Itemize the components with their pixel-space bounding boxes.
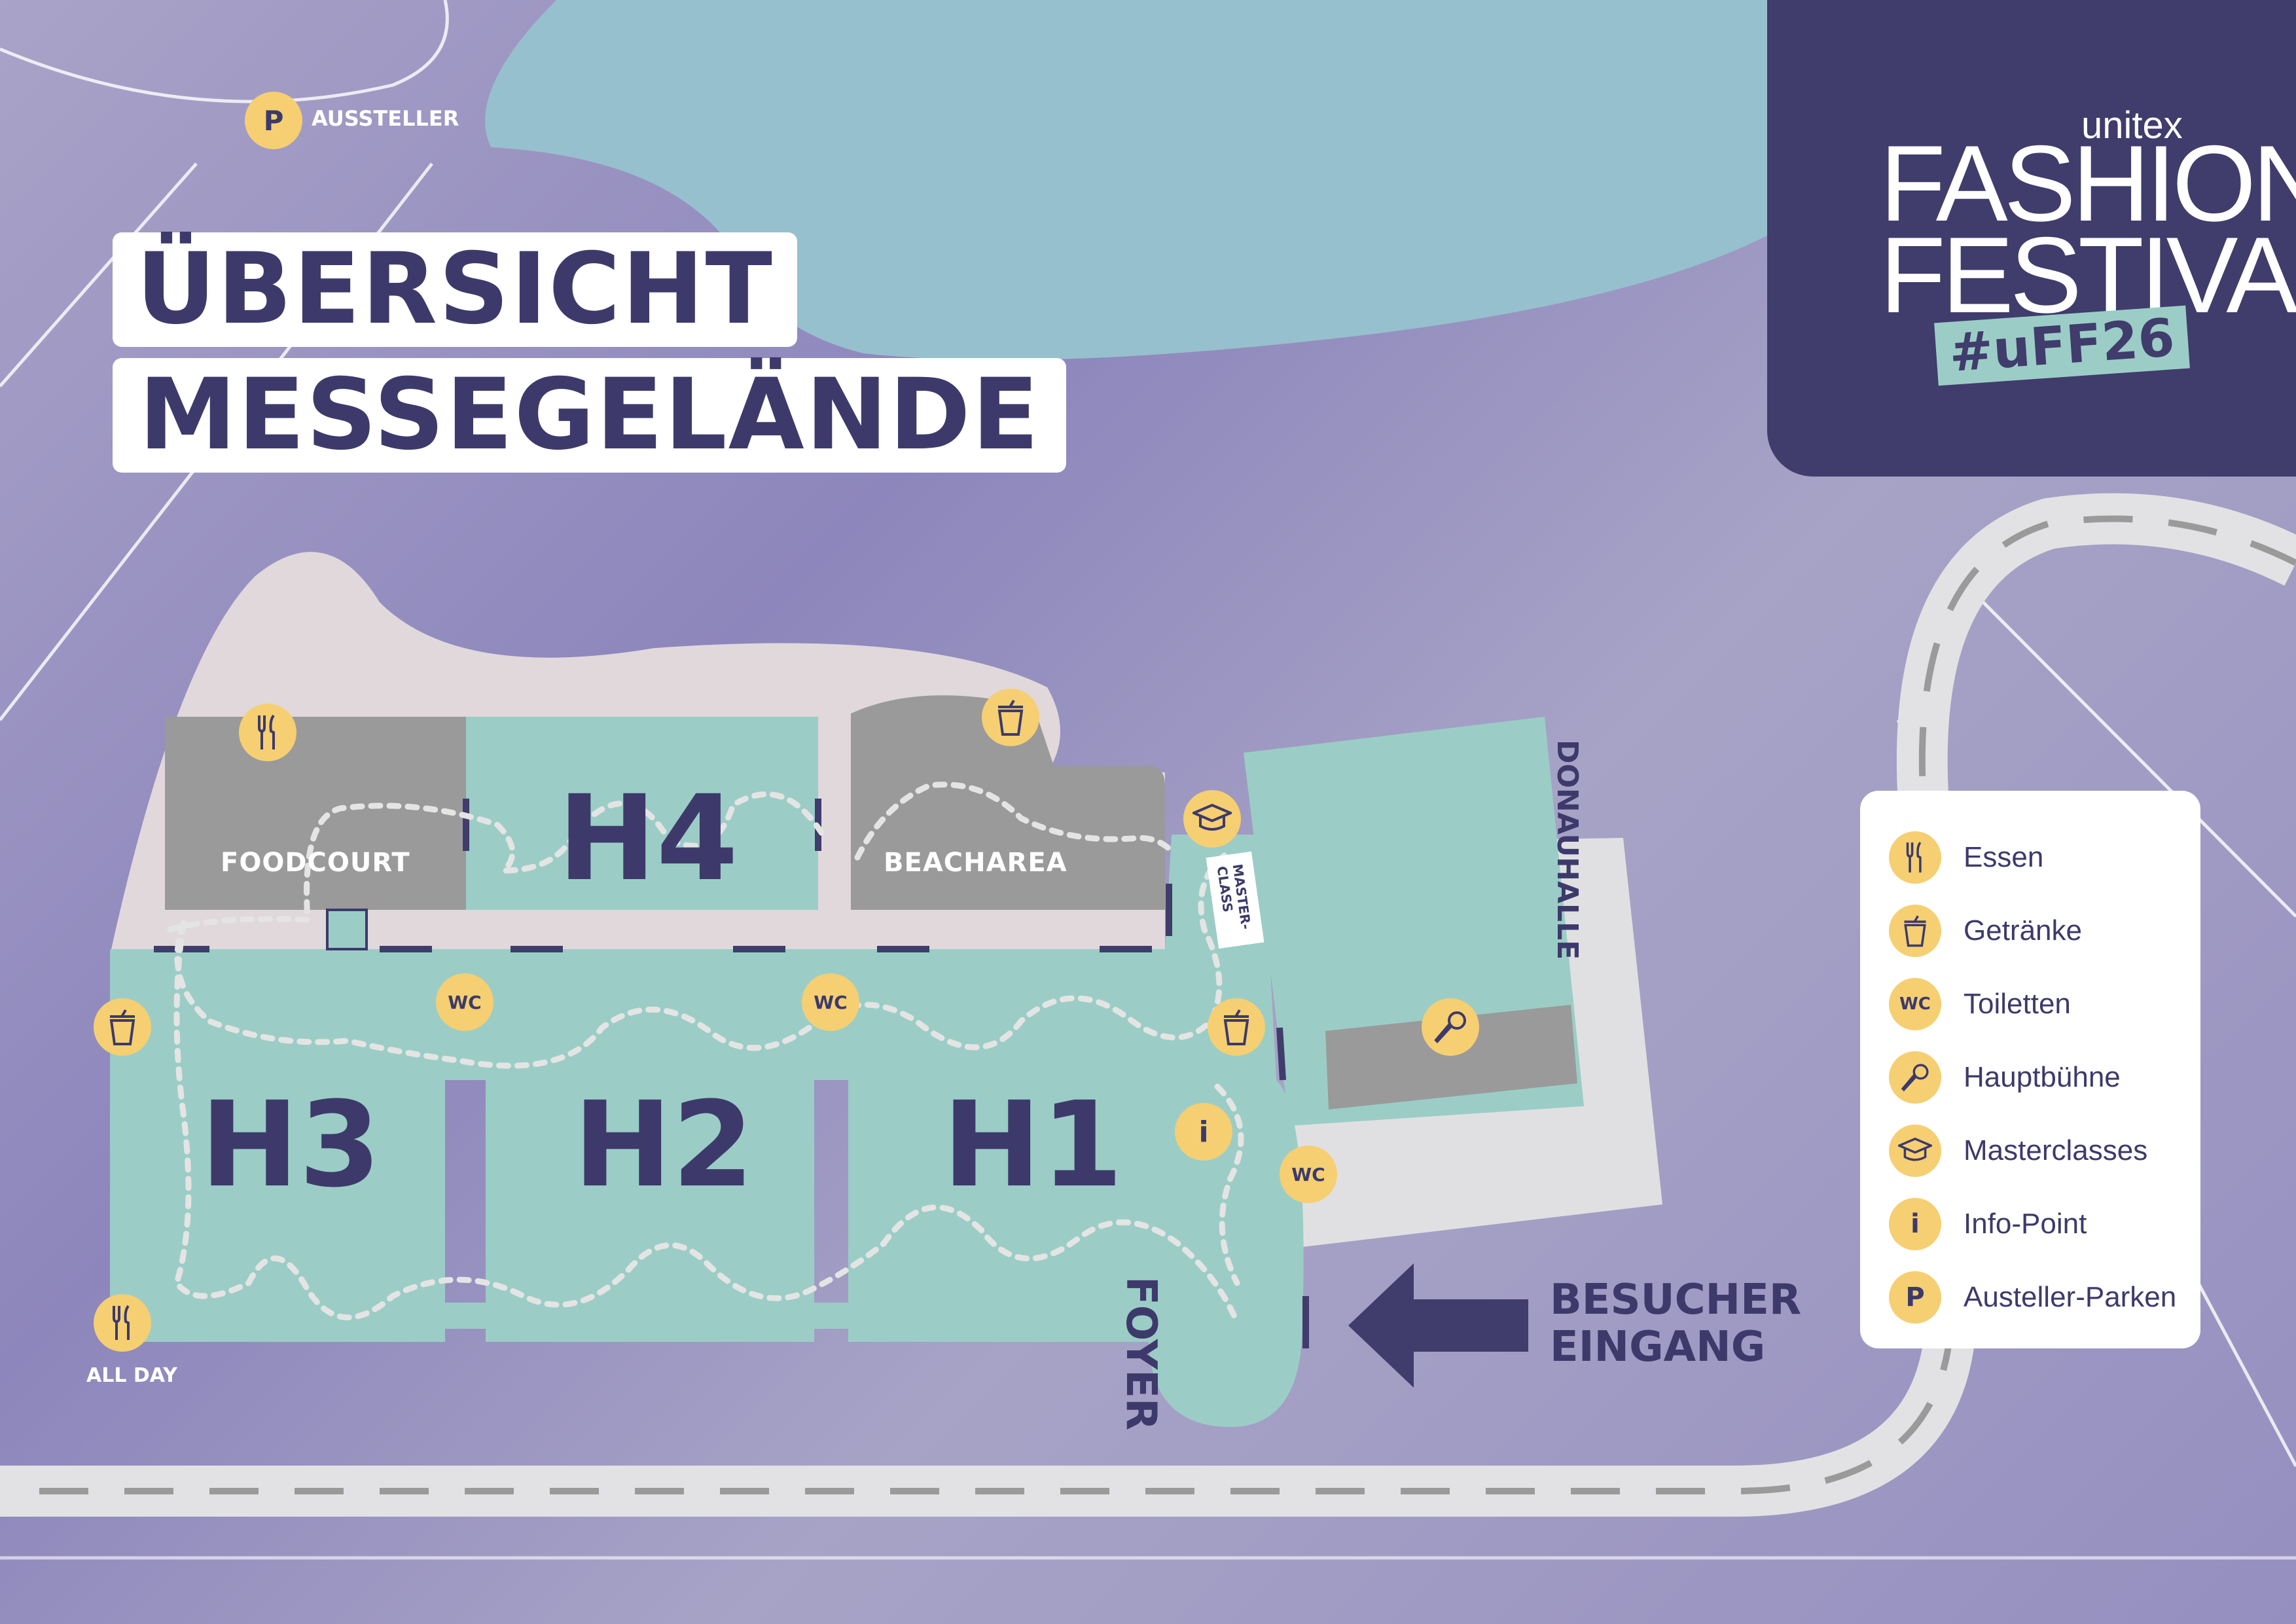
donauhalle-label[interactable]: DONAUHALLE xyxy=(1551,740,1584,960)
beacharea-area xyxy=(851,695,1165,910)
parking-label: AUSSTELLER xyxy=(312,106,459,131)
logo-line2: FESTIVAL xyxy=(1880,215,2296,335)
wc-text: WC xyxy=(1899,994,1931,1014)
legend-item-masterclasses: Masterclasses xyxy=(1889,1125,2147,1177)
hall-connector xyxy=(814,1303,848,1329)
cup-icon[interactable] xyxy=(982,689,1039,746)
service-area xyxy=(326,909,368,950)
wc-icon[interactable]: WC xyxy=(436,973,493,1031)
parking-icon[interactable]: P xyxy=(245,92,302,149)
foodcourt-area xyxy=(165,717,466,910)
legend-item-essen: Essen xyxy=(1889,831,2043,884)
legend-label: Essen xyxy=(1964,841,2044,873)
parking-text: P xyxy=(1905,1282,1925,1312)
all-day-label: ALL DAY xyxy=(86,1364,177,1387)
microphone-icon xyxy=(1889,1051,1941,1104)
info-text: i xyxy=(1910,1209,1920,1239)
entrance-label-line1[interactable]: BESUCHER xyxy=(1550,1276,1802,1324)
graduation-cap-icon[interactable] xyxy=(1183,790,1241,848)
cup-icon[interactable] xyxy=(94,998,151,1056)
parking-symbol: P xyxy=(263,104,284,137)
cutlery-icon[interactable] xyxy=(239,704,296,761)
wc-text: WC xyxy=(1291,1163,1325,1185)
graduation-cap-icon xyxy=(1889,1125,1941,1177)
legend-label: Masterclasses xyxy=(1964,1134,2148,1166)
entrance-label-line2[interactable]: EINGANG xyxy=(1550,1323,1766,1371)
hall-h2-shape xyxy=(486,949,814,1342)
hall-h4-label[interactable]: H4 xyxy=(558,770,738,907)
foyer-label[interactable]: FOYER xyxy=(1117,1276,1165,1431)
entrance-arrow xyxy=(1348,1263,1528,1388)
legend-item-toiletten: WC Toiletten xyxy=(1889,978,2071,1030)
legend-label: Austeller-Parken xyxy=(1964,1281,2177,1313)
legend-label: Info-Point xyxy=(1964,1208,2087,1240)
legend-item-parken: P Austeller-Parken xyxy=(1889,1271,2176,1324)
legend-label: Hauptbühne xyxy=(1964,1061,2121,1093)
info-icon[interactable]: i xyxy=(1175,1103,1232,1161)
wc-icon: WC xyxy=(1889,978,1941,1030)
wc-icon[interactable]: WC xyxy=(802,973,859,1031)
cutlery-icon[interactable] xyxy=(94,1294,151,1352)
cutlery-icon xyxy=(1889,831,1941,884)
parking-icon: P xyxy=(1889,1271,1941,1324)
hall-h3-label[interactable]: H3 xyxy=(200,1077,381,1214)
hall-h2-label[interactable]: H2 xyxy=(573,1077,754,1214)
footpath-line xyxy=(0,162,198,388)
legend-item-info-point: i Info-Point xyxy=(1889,1198,2087,1250)
info-icon: i xyxy=(1889,1198,1941,1250)
hall-h3-shape xyxy=(110,949,445,1342)
legend-label: Getränke xyxy=(1964,914,2082,947)
footpath-line xyxy=(0,0,449,103)
info-text: i xyxy=(1198,1115,1209,1149)
microphone-icon[interactable] xyxy=(1422,998,1479,1056)
hall-h4-shape xyxy=(466,717,818,910)
visitor-route xyxy=(167,782,1244,1326)
beacharea-label[interactable]: BEACHAREA xyxy=(884,848,1067,878)
wc-text: WC xyxy=(814,991,848,1013)
legend-label: Toiletten xyxy=(1964,988,2071,1020)
legend-item-getraenke: Getränke xyxy=(1889,905,2082,957)
wc-icon[interactable]: WC xyxy=(1280,1146,1337,1203)
wc-text: WC xyxy=(448,991,482,1013)
logo-brand: unitex xyxy=(2081,104,2183,147)
logo-line1: FASHION xyxy=(1880,123,2296,244)
map-legend: Essen Getränke WC Toiletten Hauptbühne M… xyxy=(1860,791,2200,1348)
hall-h1-label[interactable]: H1 xyxy=(942,1077,1123,1214)
cup-icon xyxy=(1889,905,1941,957)
water-area xyxy=(485,0,1780,360)
main-stage-area xyxy=(1325,1005,1577,1110)
footpath-line xyxy=(1982,601,2296,918)
cup-icon[interactable] xyxy=(1208,998,1265,1056)
page-title-line2: MESSEGELÄNDE xyxy=(113,358,1067,473)
legend-item-hauptbuehne: Hauptbühne xyxy=(1889,1051,2121,1104)
festival-logo: unitex FASHION FESTIVAL #uFF26 xyxy=(1767,0,2296,477)
hall-connector xyxy=(445,1303,486,1329)
foodcourt-label[interactable]: FOODCOURT xyxy=(221,848,410,878)
road-markings xyxy=(39,515,2296,1494)
page-title-line1: ÜBERSICHT xyxy=(113,232,797,347)
